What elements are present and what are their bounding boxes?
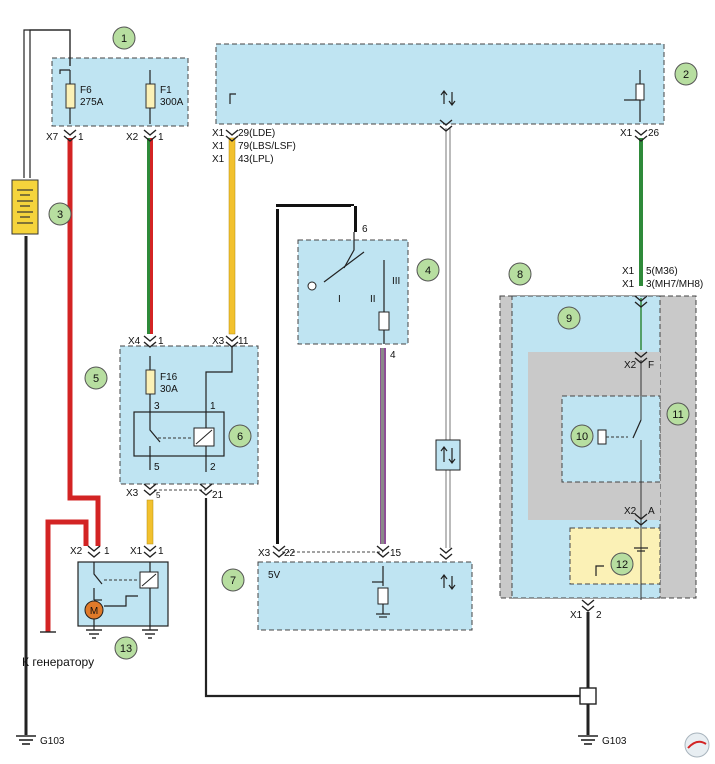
badge-10: 10 xyxy=(570,424,594,448)
svg-text:7: 7 xyxy=(230,575,236,587)
svg-text:X1: X1 xyxy=(622,266,635,277)
svg-text:21: 21 xyxy=(212,490,224,501)
fuse-f16-name: F16 xyxy=(160,372,178,383)
svg-text:5(M36): 5(M36) xyxy=(646,266,678,277)
svg-text:1: 1 xyxy=(78,132,84,143)
svg-text:26: 26 xyxy=(648,128,660,139)
svg-text:1: 1 xyxy=(104,546,110,557)
svg-text:4: 4 xyxy=(390,350,396,361)
svg-text:X7: X7 xyxy=(46,132,59,143)
svg-text:X1: X1 xyxy=(130,546,143,557)
svg-text:11: 11 xyxy=(672,409,683,421)
badge-4: 4 xyxy=(416,258,440,282)
ecm-resistor-icon xyxy=(635,83,645,101)
splice-box xyxy=(579,687,597,705)
badge-7: 7 xyxy=(221,568,245,592)
svg-text:X3: X3 xyxy=(212,336,225,347)
svg-text:X1: X1 xyxy=(212,141,225,152)
fuse-f1-name: F1 xyxy=(160,85,172,96)
svg-text:11: 11 xyxy=(238,336,249,347)
badge-3: 3 xyxy=(48,202,72,226)
svg-text:5: 5 xyxy=(156,491,161,500)
svg-text:1: 1 xyxy=(158,336,164,347)
sensor-box-7 xyxy=(257,561,473,631)
fuse-f16-rating: 30A xyxy=(160,384,178,395)
battery-icon xyxy=(11,179,39,235)
solenoid-icon xyxy=(597,429,607,445)
badge-2: 2 xyxy=(674,62,698,86)
svg-text:M: M xyxy=(90,606,98,617)
svg-text:II: II xyxy=(370,294,376,305)
svg-text:X1: X1 xyxy=(212,154,225,165)
badge-13: 13 xyxy=(114,636,138,660)
svg-text:X3: X3 xyxy=(258,548,271,559)
svg-text:2: 2 xyxy=(210,462,216,473)
svg-text:X1: X1 xyxy=(622,279,635,290)
svg-text:22: 22 xyxy=(284,548,296,559)
svg-text:X2: X2 xyxy=(70,546,83,557)
badge-12: 12 xyxy=(610,552,634,576)
svg-text:3: 3 xyxy=(57,209,63,221)
signal-line-box xyxy=(435,439,461,471)
svg-text:12: 12 xyxy=(616,559,628,571)
svg-text:3(MH7/MH8): 3(MH7/MH8) xyxy=(646,279,703,290)
ground-left-label: G103 xyxy=(40,736,65,747)
svg-text:X2: X2 xyxy=(126,132,139,143)
svg-text:9: 9 xyxy=(566,313,572,325)
svg-text:2: 2 xyxy=(683,69,689,81)
svg-text:1: 1 xyxy=(158,132,164,143)
resistor-icon xyxy=(378,311,390,331)
ecm-box-2 xyxy=(215,43,665,125)
svg-text:10: 10 xyxy=(576,431,588,443)
svg-text:X4: X4 xyxy=(128,336,141,347)
svg-text:29(LDE): 29(LDE) xyxy=(238,128,275,139)
svg-text:79(LBS/LSF): 79(LBS/LSF) xyxy=(238,141,296,152)
svg-text:X1: X1 xyxy=(620,128,633,139)
svg-text:43(LPL): 43(LPL) xyxy=(238,154,274,165)
brand-logo-icon xyxy=(684,732,710,758)
svg-text:5: 5 xyxy=(154,462,160,473)
ignition-key-icon xyxy=(307,281,317,291)
badge-5: 5 xyxy=(84,366,108,390)
svg-text:2: 2 xyxy=(596,610,602,621)
svg-text:1: 1 xyxy=(121,33,127,45)
badge-8: 8 xyxy=(508,262,532,286)
badge-1: 1 xyxy=(112,26,136,50)
svg-text:5: 5 xyxy=(93,373,99,385)
badge-6: 6 xyxy=(228,424,252,448)
fuse-f1-icon xyxy=(145,83,156,109)
svg-text:III: III xyxy=(392,276,400,287)
svg-text:A: A xyxy=(648,506,655,517)
sensor-resistor-icon xyxy=(377,587,389,605)
fuse-f1-rating: 300A xyxy=(160,97,184,108)
ground-right-label: G103 xyxy=(602,736,627,747)
svg-text:X3: X3 xyxy=(126,488,139,499)
voltage-label: 5V xyxy=(268,570,281,581)
svg-text:I: I xyxy=(338,294,341,305)
svg-text:X2: X2 xyxy=(624,360,637,371)
svg-text:X2: X2 xyxy=(624,506,637,517)
svg-text:1: 1 xyxy=(210,401,216,412)
svg-text:6: 6 xyxy=(362,224,368,235)
svg-text:8: 8 xyxy=(517,269,523,281)
ignition-switch-box-4 xyxy=(297,239,409,345)
svg-text:X1: X1 xyxy=(212,128,225,139)
fuse-f6-icon xyxy=(65,83,76,109)
badge-9: 9 xyxy=(557,306,581,330)
svg-text:6: 6 xyxy=(237,431,243,443)
badge-11: 11 xyxy=(666,402,690,426)
svg-text:F: F xyxy=(648,360,654,371)
svg-text:3: 3 xyxy=(154,401,160,412)
svg-text:X1: X1 xyxy=(570,610,583,621)
svg-text:1: 1 xyxy=(158,546,164,557)
svg-text:13: 13 xyxy=(120,643,132,655)
generator-label: К генератору xyxy=(22,655,94,669)
fuse-f6-name: F6 xyxy=(80,85,92,96)
bidirectional-arrow-icon xyxy=(440,90,456,106)
fuse-f16-icon xyxy=(145,369,156,395)
svg-text:15: 15 xyxy=(390,548,402,559)
svg-text:4: 4 xyxy=(425,265,431,277)
fuse-f6-rating: 275A xyxy=(80,97,104,108)
